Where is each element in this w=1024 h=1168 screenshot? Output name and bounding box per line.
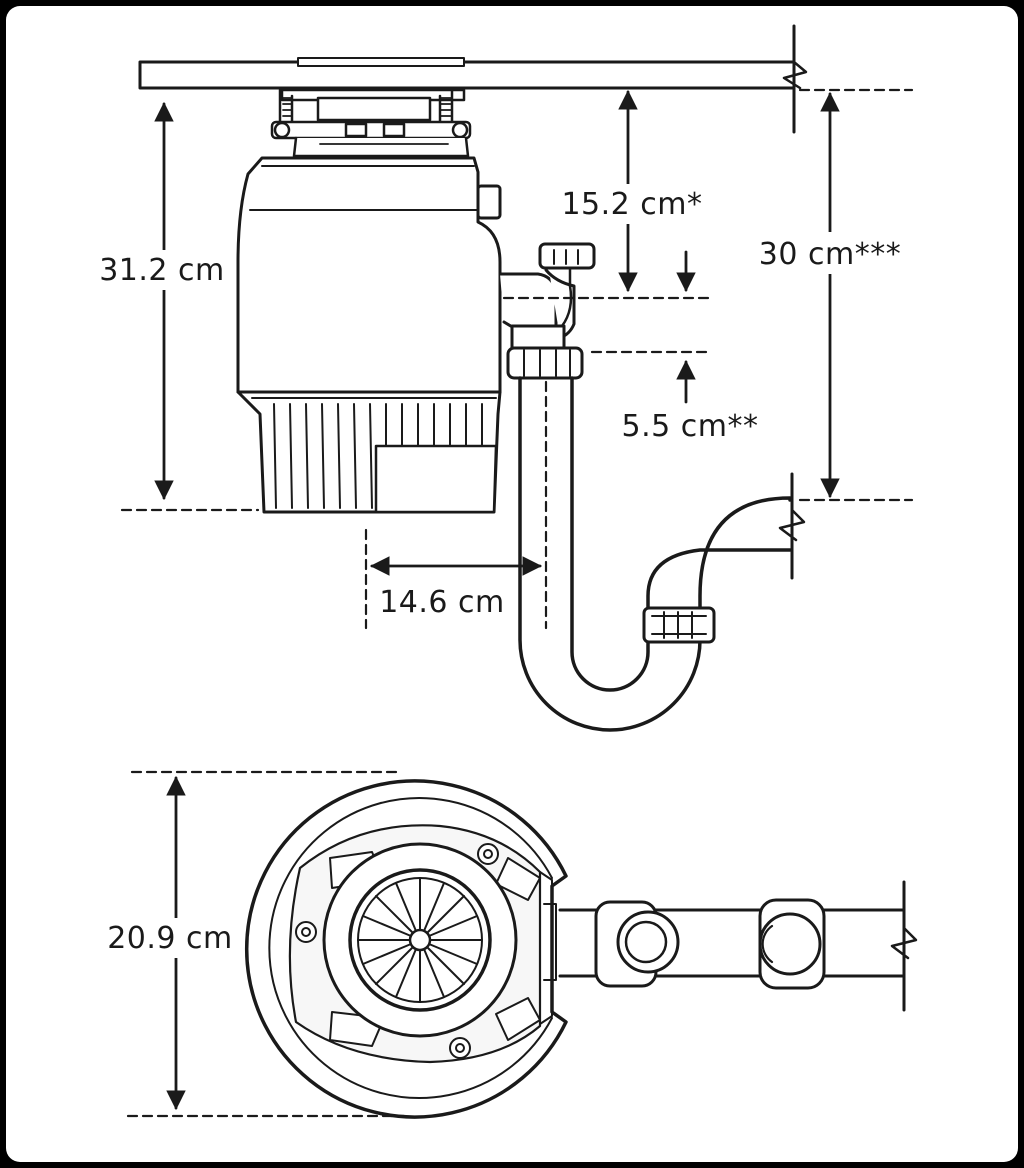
label-backgrounds — [100, 184, 910, 958]
mounting-assembly — [270, 88, 472, 158]
outlet-pipe-top-view — [558, 880, 918, 1012]
discharge-outlet-and-trap — [498, 242, 806, 732]
disposer-installation-diagram: 31.2 cm 15.2 cm* 30 cm*** 5.5 cm** 14.6 … — [99, 24, 918, 1119]
disposer-top-view — [244, 779, 568, 1119]
label-drain-height: 30 cm*** — [759, 237, 901, 272]
countertop — [138, 24, 808, 134]
diagram-frame: 31.2 cm 15.2 cm* 30 cm*** 5.5 cm** 14.6 … — [6, 6, 1018, 1162]
label-outlet-reach: 14.6 cm — [379, 585, 505, 620]
label-outlet-offset: 5.5 cm** — [622, 409, 759, 444]
label-diameter: 20.9 cm — [107, 921, 233, 956]
label-inlet-drop: 15.2 cm* — [561, 187, 702, 222]
dimension-labels: 31.2 cm 15.2 cm* 30 cm*** 5.5 cm** 14.6 … — [99, 187, 901, 956]
label-total-height: 31.2 cm — [99, 253, 225, 288]
disposer-unit — [236, 156, 502, 514]
